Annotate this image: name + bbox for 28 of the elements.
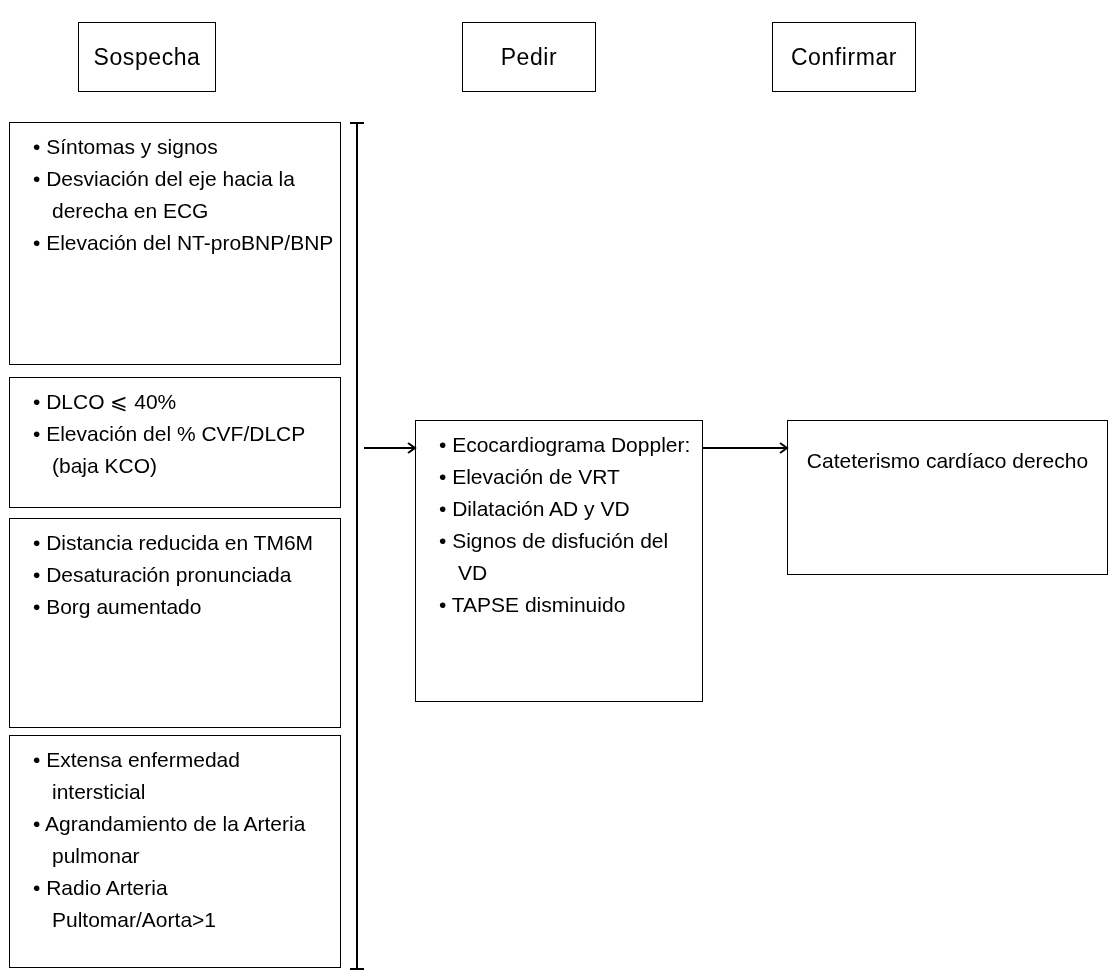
- bullet-item: • Borg aumentado: [32, 594, 203, 620]
- bullet-item: • Síntomas y signos: [32, 134, 219, 160]
- arrow: [363, 442, 416, 454]
- bullet-list-box: [415, 420, 703, 702]
- bullet-item: • Elevación del % CVF/DLCP (baja KCO): [32, 421, 306, 479]
- arrow: [702, 442, 788, 454]
- bullet-item: • Agrandamiento de la Arteria pulmonar: [32, 811, 307, 869]
- column-header: Sospecha: [78, 22, 216, 92]
- bullet-list-box: [9, 122, 341, 365]
- bullet-list-box: [9, 377, 341, 508]
- bullet-item: • Ecocardiograma Doppler:: [438, 432, 692, 458]
- bullet-item: • Elevación de VRT: [438, 464, 621, 490]
- process-box: Cateterismo cardíaco derecho: [787, 420, 1108, 575]
- bullet-list-box: [9, 735, 341, 968]
- bullet-item: • DLCO ⩽ 40%: [32, 389, 178, 415]
- column-header: Pedir: [462, 22, 596, 92]
- bullet-item: • Desviación del eje hacia la derecha en ECG: [32, 166, 296, 224]
- bullet-item: • Desaturación pronunciada: [32, 562, 293, 588]
- bullet-item: • Radio Arteria Pultomar/Aorta>1: [32, 875, 217, 933]
- bullet-item: • Extensa enfermedad intersticial: [32, 747, 241, 805]
- bullet-list-box: [9, 518, 341, 728]
- column-header: Confirmar: [772, 22, 916, 92]
- vertical-bracket-bar: [350, 122, 364, 970]
- bullet-item: • Elevación del NT-proBNP/BNP: [32, 230, 335, 256]
- bullet-item: • Signos de disfución del VD: [438, 528, 670, 586]
- bullet-item: • Dilatación AD y VD: [438, 496, 631, 522]
- bullet-item: • TAPSE disminuido: [438, 592, 627, 618]
- bullet-item: • Distancia reducida en TM6M: [32, 530, 315, 556]
